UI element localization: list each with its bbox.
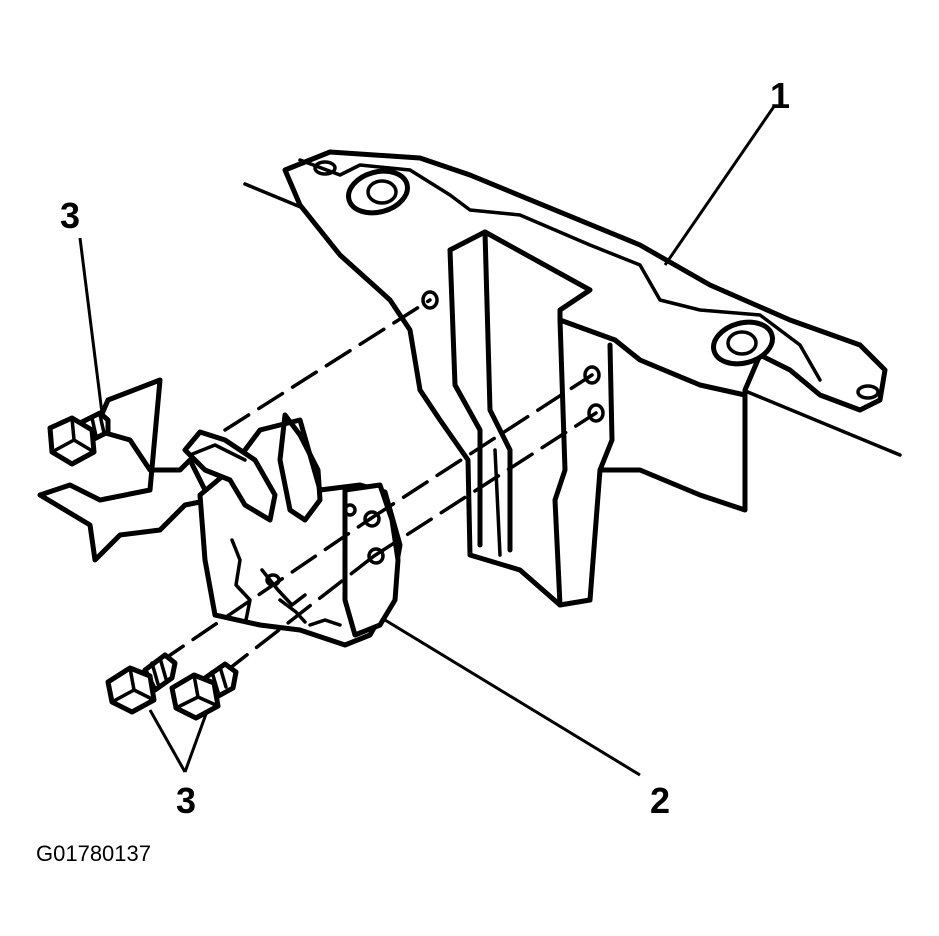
- alignment-lines: [158, 298, 598, 674]
- callout-1: 1: [770, 75, 790, 116]
- bolt-lower-right-part-3: [169, 661, 239, 721]
- callout-3-lower: 3: [176, 780, 196, 821]
- mounting-bracket-part-2: [37, 377, 403, 648]
- figure-id: G01780137: [36, 841, 151, 866]
- bolt-upper-part-3: [47, 410, 111, 467]
- leader-lines: [78, 104, 777, 777]
- callout-2: 2: [650, 780, 670, 821]
- callout-3-upper: 3: [60, 195, 80, 236]
- bolt-lower-left-part-3: [105, 652, 178, 715]
